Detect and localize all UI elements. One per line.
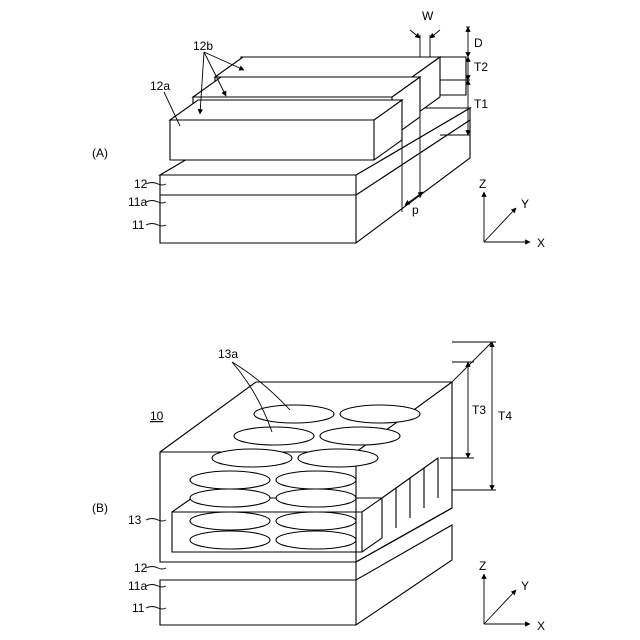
particles-13a xyxy=(190,405,420,549)
panel-a-diagram: W D T2 T1 p 12b 12a 12 11a 11 (A) Z Y X xyxy=(92,9,545,250)
label-d: D xyxy=(474,36,483,50)
label-t4: T4 xyxy=(498,409,512,423)
label-11-a: 11 xyxy=(132,218,145,232)
axis-x-label-b: X xyxy=(537,619,545,633)
panel-b-diagram: T3 T4 13a 10 (B) 13 12 11a 11 Z Y X xyxy=(92,342,545,633)
label-11a-a: 11a xyxy=(128,195,147,209)
label-11a-b: 11a xyxy=(128,579,147,593)
axis-triad-b: Z Y X xyxy=(479,559,545,633)
label-12-b: 12 xyxy=(134,561,148,575)
device-number: 10 xyxy=(150,409,164,423)
axis-y-label-b: Y xyxy=(521,579,529,593)
ridge-1 xyxy=(170,100,402,160)
axis-y-label-a: Y xyxy=(521,197,529,211)
label-12b: 12b xyxy=(193,39,213,53)
label-12-a: 12 xyxy=(134,177,148,191)
label-13a: 13a xyxy=(218,347,238,361)
panel-b-label: (B) xyxy=(92,501,108,515)
label-t2: T2 xyxy=(474,60,488,74)
label-t3: T3 xyxy=(472,403,486,417)
panel-a-label: (A) xyxy=(92,146,108,160)
label-p: p xyxy=(412,203,419,217)
axis-z-label-b: Z xyxy=(479,559,486,573)
axis-x-label-a: X xyxy=(537,236,545,250)
label-t1: T1 xyxy=(474,97,488,111)
label-12a: 12a xyxy=(150,79,170,93)
label-w: W xyxy=(422,9,434,23)
axis-z-label-a: Z xyxy=(479,177,486,191)
label-11-b: 11 xyxy=(132,601,145,615)
axis-triad-a: Z Y X xyxy=(479,177,545,250)
label-13: 13 xyxy=(128,513,142,527)
